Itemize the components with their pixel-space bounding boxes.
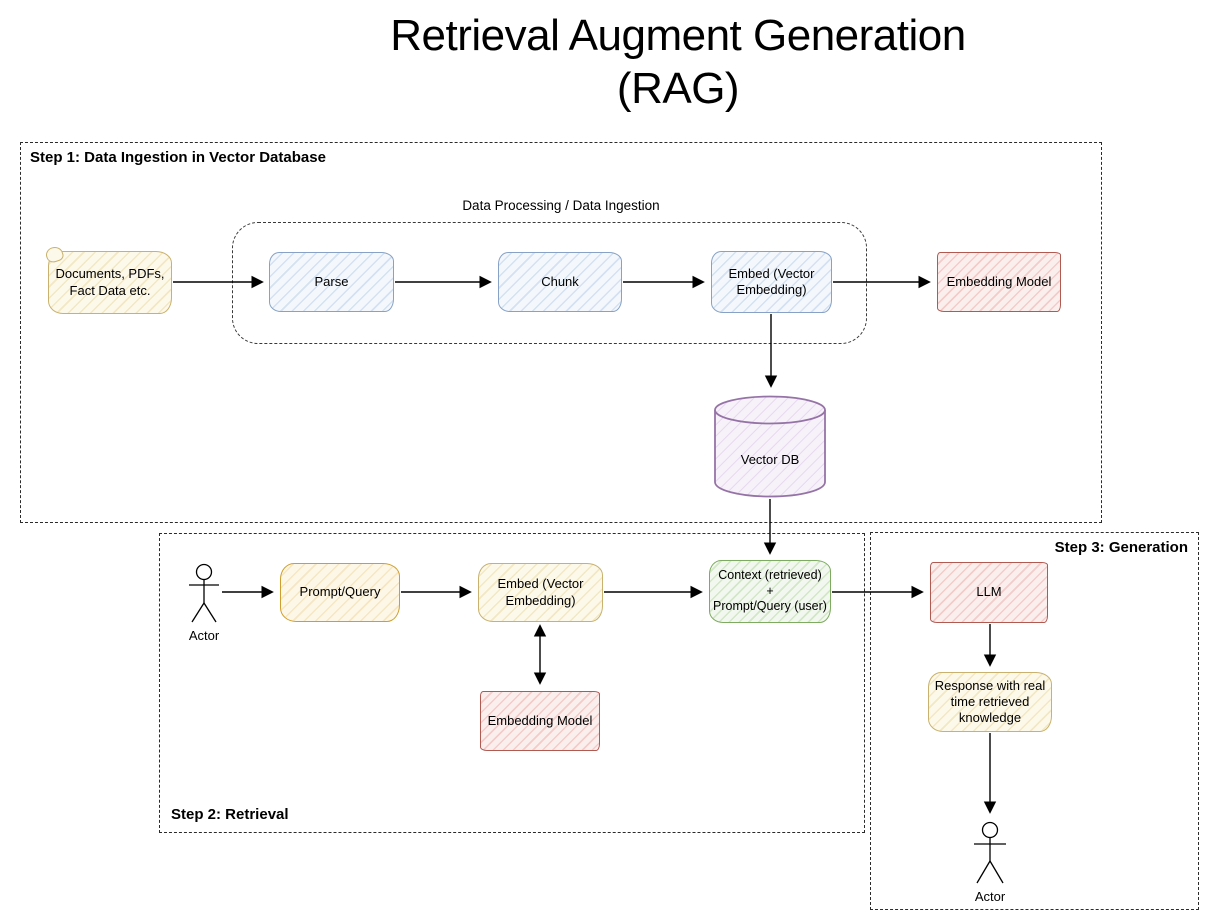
node-prompt-query: Prompt/Query <box>280 563 400 622</box>
node-embedding-model-retrieval-label: Embedding Model <box>487 712 593 728</box>
node-embedding-model-ingestion-label: Embedding Model <box>946 273 1052 289</box>
step1-boundary <box>20 142 1102 523</box>
node-embedding-model-ingestion: Embedding Model <box>937 252 1061 312</box>
vector-db-cylinder-icon <box>714 395 826 498</box>
step3-label: Step 3: Generation <box>1054 539 1188 556</box>
node-response: Response with real time retrieved knowle… <box>928 672 1052 732</box>
node-context-prompt: Context (retrieved) + Prompt/Query (user… <box>709 560 831 623</box>
step1-label: Step 1: Data Ingestion in Vector Databas… <box>30 149 326 166</box>
node-embed-retrieval-label: Embed (Vector Embedding) <box>497 576 584 608</box>
title-line-2: (RAG) <box>616 63 740 113</box>
node-embedding-model-retrieval: Embedding Model <box>480 691 600 751</box>
node-embed-ingestion: Embed (Vector Embedding) <box>711 251 832 313</box>
node-vector-db-label: Vector DB <box>740 451 800 467</box>
node-chunk-label: Chunk <box>541 273 579 289</box>
node-vector-db: Vector DB <box>713 393 827 498</box>
step3-boundary <box>870 532 1199 910</box>
node-chunk: Chunk <box>498 252 622 312</box>
node-documents: Documents, PDFs, Fact Data etc. <box>48 251 172 314</box>
node-llm: LLM <box>930 562 1048 623</box>
node-prompt-query-label: Prompt/Query <box>299 584 381 600</box>
node-embed-ingestion-label: Embed (Vector Embedding) <box>728 265 815 297</box>
step2-boundary <box>159 533 865 833</box>
node-embed-retrieval: Embed (Vector Embedding) <box>478 563 603 622</box>
node-context-prompt-label: Context (retrieved) + Prompt/Query (user… <box>713 568 827 614</box>
node-response-label: Response with real time retrieved knowle… <box>934 677 1046 726</box>
node-parse-label: Parse <box>314 273 349 289</box>
data-processing-group-box <box>232 222 867 344</box>
data-processing-group-label: Data Processing / Data Ingestion <box>462 198 660 213</box>
actor-recipient-label: Actor <box>974 889 1006 904</box>
actor-user-label: Actor <box>188 628 220 643</box>
node-parse: Parse <box>269 252 394 312</box>
title-line-1: Retrieval Augment Generation <box>390 11 966 60</box>
diagram-title: Retrieval Augment Generation (RAG) <box>278 10 1078 116</box>
node-llm-label: LLM <box>976 584 1002 600</box>
step2-label: Step 2: Retrieval <box>171 806 289 823</box>
node-documents-label: Documents, PDFs, Fact Data etc. <box>55 266 165 298</box>
